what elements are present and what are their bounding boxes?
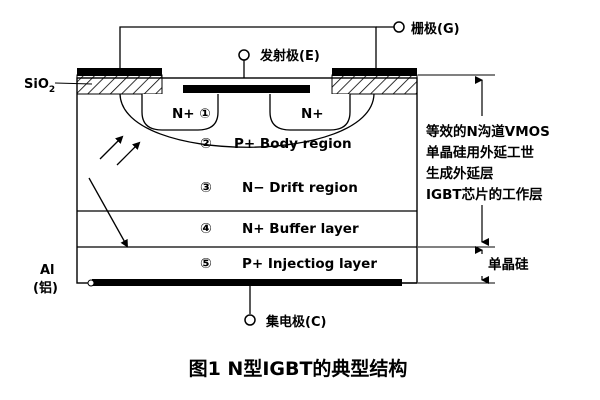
figure-caption: 图1 N型IGBT的典型结构 xyxy=(189,357,408,380)
collector-terminal: 集电极(C) xyxy=(244,286,326,330)
emitter-pin-icon xyxy=(238,49,250,61)
emitter-metal xyxy=(183,85,310,93)
drift-label: N− Drift region xyxy=(242,180,358,196)
collector-label: 集电极(C) xyxy=(265,314,326,330)
buffer-number: ④ xyxy=(200,221,212,237)
epi-note-line-1: 等效的N沟道VMOS xyxy=(426,123,550,140)
gate-metal-right xyxy=(332,68,417,76)
sio2-right xyxy=(331,74,418,95)
epi-note-line-4: IGBT芯片的工作层 xyxy=(426,186,543,203)
gate-pin-icon xyxy=(393,21,405,33)
sio2-left xyxy=(76,74,163,95)
epi-note-line-3: 生成外延层 xyxy=(426,165,494,182)
emitter-terminal: 发射极(E) xyxy=(238,48,320,86)
arrow-2-icon xyxy=(116,141,141,166)
arrow-3-icon xyxy=(88,177,128,248)
drift-number: ③ xyxy=(200,180,212,196)
gate-label: 栅极(G) xyxy=(411,21,460,37)
dimension-guides xyxy=(418,74,495,284)
al-cn-label: (铝) xyxy=(33,280,58,296)
body-number: ② xyxy=(200,136,212,152)
epi-note-line-2: 单晶硅用外延工世 xyxy=(426,144,534,161)
injection-label: P+ Injectiog layer xyxy=(242,256,377,272)
n-plus-well-left xyxy=(141,94,219,131)
collector-pin-icon xyxy=(244,314,256,326)
emitter-label: 发射极(E) xyxy=(259,48,320,64)
n-plus-right-label: N+ xyxy=(301,106,324,122)
n-plus-left-label: N+ ① xyxy=(172,106,211,122)
collector-metal xyxy=(92,279,402,286)
buffer-label: N+ Buffer layer xyxy=(242,221,359,237)
al-label: Al xyxy=(40,263,55,278)
chip-body xyxy=(76,77,418,284)
sio2-callout: SiO2 xyxy=(24,77,93,95)
p-body-region xyxy=(119,93,375,148)
substrate-note: 单晶硅 xyxy=(488,256,529,273)
gate-terminal: 栅极(G) xyxy=(119,21,460,70)
body-label: P+ Body region xyxy=(234,136,352,152)
n-plus-well-right xyxy=(269,94,351,131)
carrier-arrows xyxy=(88,135,141,248)
gate-metal-left xyxy=(77,68,162,76)
injection-number: ⑤ xyxy=(200,256,212,272)
arrow-1-icon xyxy=(99,135,124,160)
sio2-label: SiO2 xyxy=(24,77,55,95)
